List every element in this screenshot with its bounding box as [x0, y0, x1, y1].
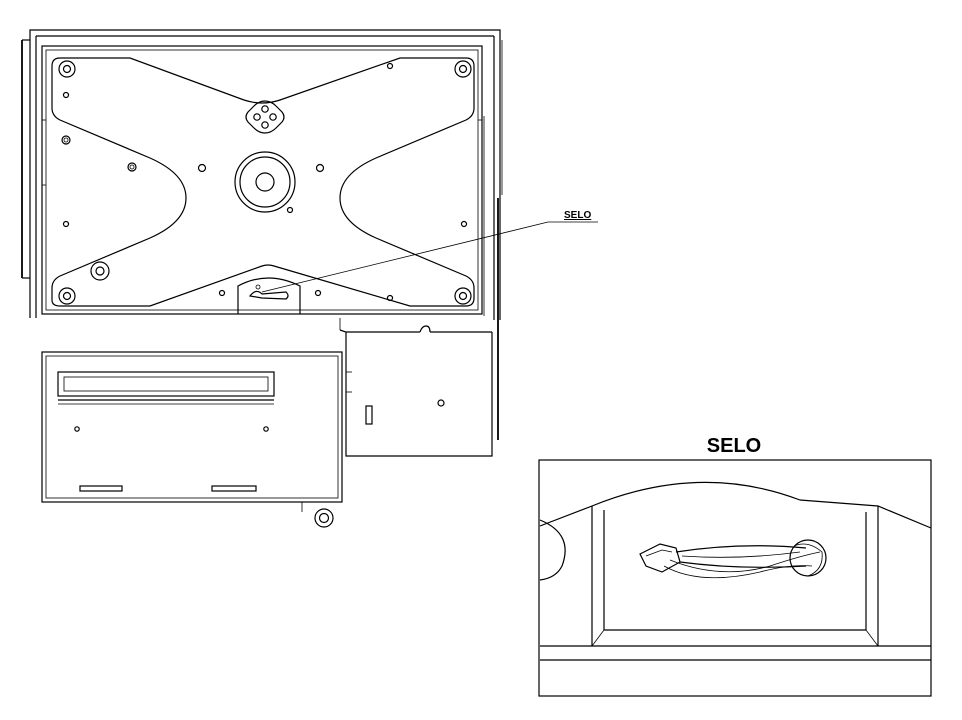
side-compartment [339, 318, 493, 457]
weighing-platter [41, 45, 483, 315]
diamond-boss [245, 100, 285, 134]
seal-wire [639, 539, 827, 579]
scale-top-view: SELO [21, 29, 598, 528]
corner-screws [58, 60, 472, 305]
seal-detail-view: SELO [538, 435, 932, 697]
leveling-foot [301, 502, 334, 528]
spider-frame [51, 57, 475, 307]
seal-callout-label: SELO [564, 210, 591, 221]
detail-title: SELO [707, 435, 761, 457]
outer-housing [21, 29, 503, 440]
small-holes [61, 62, 468, 302]
center-hub [234, 151, 296, 213]
seal-housing [237, 277, 301, 314]
seal-callout: SELO [261, 210, 598, 293]
display-panel [41, 351, 343, 503]
